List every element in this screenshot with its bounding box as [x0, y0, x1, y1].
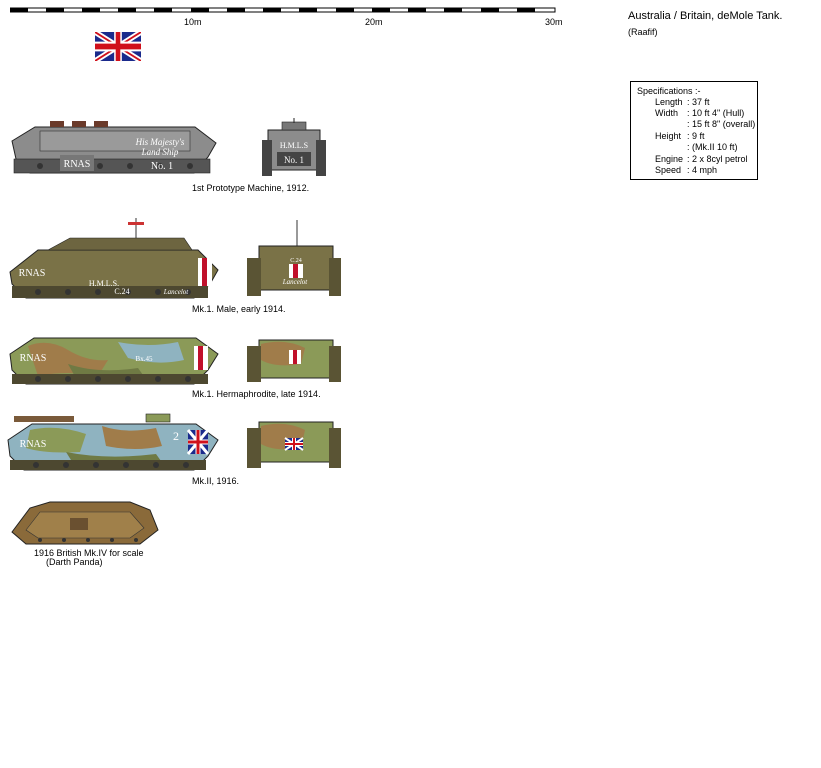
specifications-box: Specifications :- Length : 37 ft Width :… [630, 81, 758, 180]
spec-key: Height [655, 131, 682, 141]
specifications-heading: Specifications :- [637, 86, 701, 96]
mk2-union-flag-icon [186, 429, 210, 455]
mk1-herm-side-text-rnas: RNAS [20, 353, 47, 364]
prototype-side-view: His Majesty's Land Ship RNAS No. 1 [11, 121, 217, 174]
spec-value: : 10 ft 4" (Hull) [687, 108, 745, 118]
mk1-male-front-view: C.24 Lancelot [247, 220, 341, 296]
prototype-front-view: H.M.L.S No. 1 [262, 118, 326, 176]
spec-value: : 4 mph [687, 165, 718, 175]
mk1-male-side-view: RNAS H.M.L.S. C.24 Lancelot [9, 218, 219, 299]
mk2-side-text-rnas: RNAS [20, 439, 47, 450]
prototype-side-text-landship: Land Ship [141, 147, 179, 157]
scale-label-30m: 30m [545, 17, 563, 27]
spec-key: Engine [655, 154, 684, 164]
mk1-hermaphrodite-side-view: RNAS Bx.45 [9, 337, 219, 385]
mk4-scale-side-view [11, 501, 159, 545]
prototype-side-text-majesty: His Majesty's [135, 137, 185, 147]
spec-key: Width [655, 108, 679, 118]
mk1-herm-caption: Mk.1. Hermaphrodite, late 1914. [192, 389, 321, 399]
mk1-male-side-text-c24: C.24 [114, 287, 129, 296]
mk1-male-side-text-lancelot: Lancelot [163, 288, 190, 296]
mk2-caption: Mk.II, 1916. [192, 476, 240, 486]
mk1-male-side-text-hmls: H.M.L.S. [89, 279, 119, 288]
author-credit: (Raafif) [628, 27, 658, 37]
mk2-side-text-number: 2 [173, 429, 179, 443]
prototype-front-text-hmls: H.M.L.S [280, 141, 308, 150]
mk1-male-side-text-rnas: RNAS [19, 268, 46, 279]
scale-bar [10, 7, 556, 13]
mk4-caption-line1: 1916 British Mk.IV for scale [34, 548, 144, 558]
mk1-male-caption: Mk.1. Male, early 1914. [192, 304, 286, 314]
mk1-male-front-text-c24: C.24 [290, 258, 302, 264]
mk2-side-view: RNAS 2 [7, 413, 219, 471]
mk2-front-union-flag-icon [284, 437, 304, 451]
prototype-front-text-no1: No. 1 [284, 155, 304, 165]
prototype-side-text-no1: No. 1 [151, 161, 173, 172]
mk1-herm-side-text-bx45: Bx.45 [136, 355, 153, 363]
mk1-male-front-text-lancelot: Lancelot [282, 278, 309, 286]
scale-label-20m: 20m [365, 17, 383, 27]
spec-value: : 2 x 8cyl petrol [687, 154, 748, 164]
spec-value: : 37 ft [687, 97, 710, 107]
prototype-caption: 1st Prototype Machine, 1912. [192, 183, 310, 193]
mk1-hermaphrodite-front-view [247, 339, 341, 382]
spec-value: : 15 ft 8" (overall) [687, 119, 756, 129]
mk2-front-view [247, 421, 341, 468]
spec-key: Length [655, 97, 683, 107]
spec-key: Speed [655, 165, 682, 175]
prototype-side-text-rnas: RNAS [64, 159, 91, 170]
scale-label-10m: 10m [184, 17, 202, 27]
spec-value: : 9 ft [687, 131, 705, 141]
mk4-caption-line2: (Darth Panda) [46, 557, 103, 567]
spec-value: : (Mk.II 10 ft) [687, 142, 738, 152]
union-jack-flag-icon [95, 32, 141, 61]
page-title: Australia / Britain, deMole Tank. [628, 10, 783, 22]
